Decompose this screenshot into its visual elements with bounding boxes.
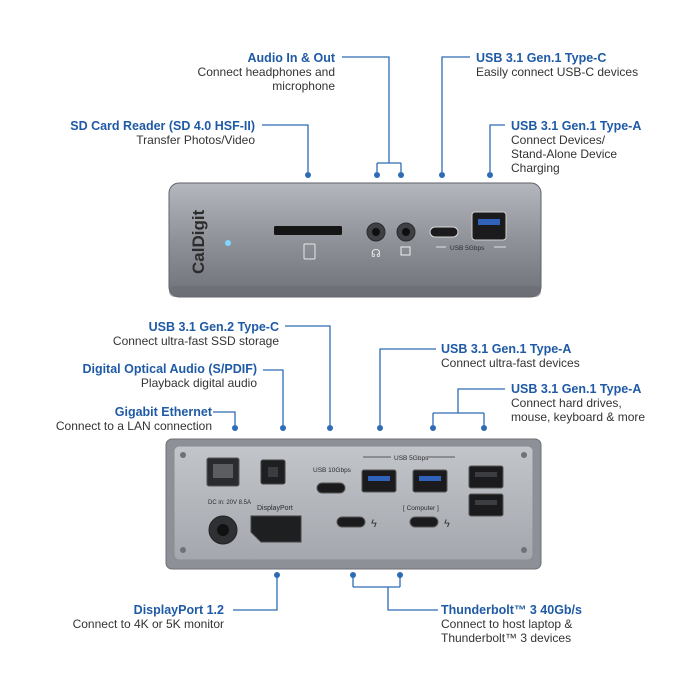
callout-optical-audio: Digital Optical Audio (S/PDIF) Playback … xyxy=(17,362,257,390)
callout-thunderbolt: Thunderbolt™ 3 40Gb/s Connect to host la… xyxy=(441,603,641,645)
callout-ethernet: Gigabit Ethernet Connect to a LAN connec… xyxy=(12,405,212,433)
dock-back: DC in: 20V 8.5A DisplayPort USB 10Gbps ϟ… xyxy=(165,438,542,570)
displayport-label: DisplayPort xyxy=(257,505,293,512)
callout-title: USB 3.1 Gen.1 Type-A xyxy=(511,382,642,396)
callout-title: Gigabit Ethernet xyxy=(114,405,212,419)
callout-sd-card: SD Card Reader (SD 4.0 HSF-II) Transfer … xyxy=(15,119,255,147)
callout-desc: Connect Devices/ xyxy=(511,133,606,147)
power-led-icon xyxy=(225,240,231,246)
callout-title: Thunderbolt™ 3 40Gb/s xyxy=(441,603,582,617)
callout-usb-c-gen2: USB 3.1 Gen.2 Type-C Connect ultra-fast … xyxy=(39,320,279,348)
callout-desc: Connect ultra-fast SSD storage xyxy=(112,334,279,348)
callout-title: USB 3.1 Gen.1 Type-A xyxy=(441,342,572,356)
callout-desc: Transfer Photos/Video xyxy=(136,133,255,147)
thunderbolt-icon-2: ϟ xyxy=(444,518,450,530)
callout-desc: microphone xyxy=(272,79,335,93)
callout-desc: Stand-Alone Device xyxy=(511,147,618,161)
callout-desc: Connect to a LAN connection xyxy=(55,419,212,433)
callout-desc: Charging xyxy=(511,161,560,175)
dock-front: CalDigit ☊ USB 5Gbps xyxy=(168,182,542,298)
callout-title: Audio In & Out xyxy=(247,51,335,65)
callout-title: DisplayPort 1.2 xyxy=(133,603,224,617)
callout-desc: Playback digital audio xyxy=(140,376,257,390)
callout-title: USB 3.1 Gen.2 Type-C xyxy=(148,320,279,334)
thunderbolt-port-1 xyxy=(336,516,366,528)
callout-title: SD Card Reader (SD 4.0 HSF-II) xyxy=(70,119,255,133)
callout-desc: Connect to host laptop & xyxy=(441,617,573,631)
callout-usb-a-back: USB 3.1 Gen.1 Type-A Connect hard drives… xyxy=(511,382,691,424)
usb10-label: USB 10Gbps xyxy=(313,467,352,474)
callout-desc: Easily connect USB-C devices xyxy=(476,65,639,79)
callout-desc: mouse, keyboard & more xyxy=(511,410,646,424)
callout-title: Digital Optical Audio (S/PDIF) xyxy=(82,362,257,376)
computer-label: [ Computer ] xyxy=(403,505,439,512)
microphone-icon xyxy=(400,246,411,256)
dc-in-label: DC in: 20V 8.5A xyxy=(208,500,251,506)
brand-logo: CalDigit xyxy=(189,209,208,274)
usb-c-port-front xyxy=(429,226,459,238)
callout-usb-a-front: USB 3.1 Gen.1 Type-A Connect Devices/ St… xyxy=(511,119,691,175)
callout-usb-a-fast: USB 3.1 Gen.1 Type-A Connect ultra-fast … xyxy=(441,342,641,370)
sd-card-icon xyxy=(303,243,316,260)
callout-title: USB 3.1 Gen.1 Type-A xyxy=(511,119,642,133)
headphone-icon: ☊ xyxy=(371,248,381,260)
usb5-label: USB 5Gbps xyxy=(394,455,429,462)
usb-c-gen2-port xyxy=(316,482,346,494)
displayport-port xyxy=(250,515,302,543)
callout-displayport: DisplayPort 1.2 Connect to 4K or 5K moni… xyxy=(24,603,224,631)
callout-usb-c-front: USB 3.1 Gen.1 Type-C Easily connect USB-… xyxy=(476,51,676,79)
callout-desc: Thunderbolt™ 3 devices xyxy=(441,631,572,645)
callout-desc: Connect hard drives, xyxy=(511,396,622,410)
callout-desc: Connect headphones and xyxy=(197,65,335,79)
thunderbolt-port-2 xyxy=(409,516,439,528)
usb-a-port-front xyxy=(471,211,507,241)
callout-audio: Audio In & Out Connect headphones and mi… xyxy=(135,51,335,93)
thunderbolt-icon-1: ϟ xyxy=(371,518,377,530)
callout-desc: Connect ultra-fast devices xyxy=(441,356,580,370)
usb-speed-label-front: USB 5Gbps xyxy=(450,245,485,252)
callout-desc: Connect to 4K or 5K monitor xyxy=(72,617,224,631)
callout-title: USB 3.1 Gen.1 Type-C xyxy=(476,51,607,65)
sd-card-slot xyxy=(274,226,342,235)
